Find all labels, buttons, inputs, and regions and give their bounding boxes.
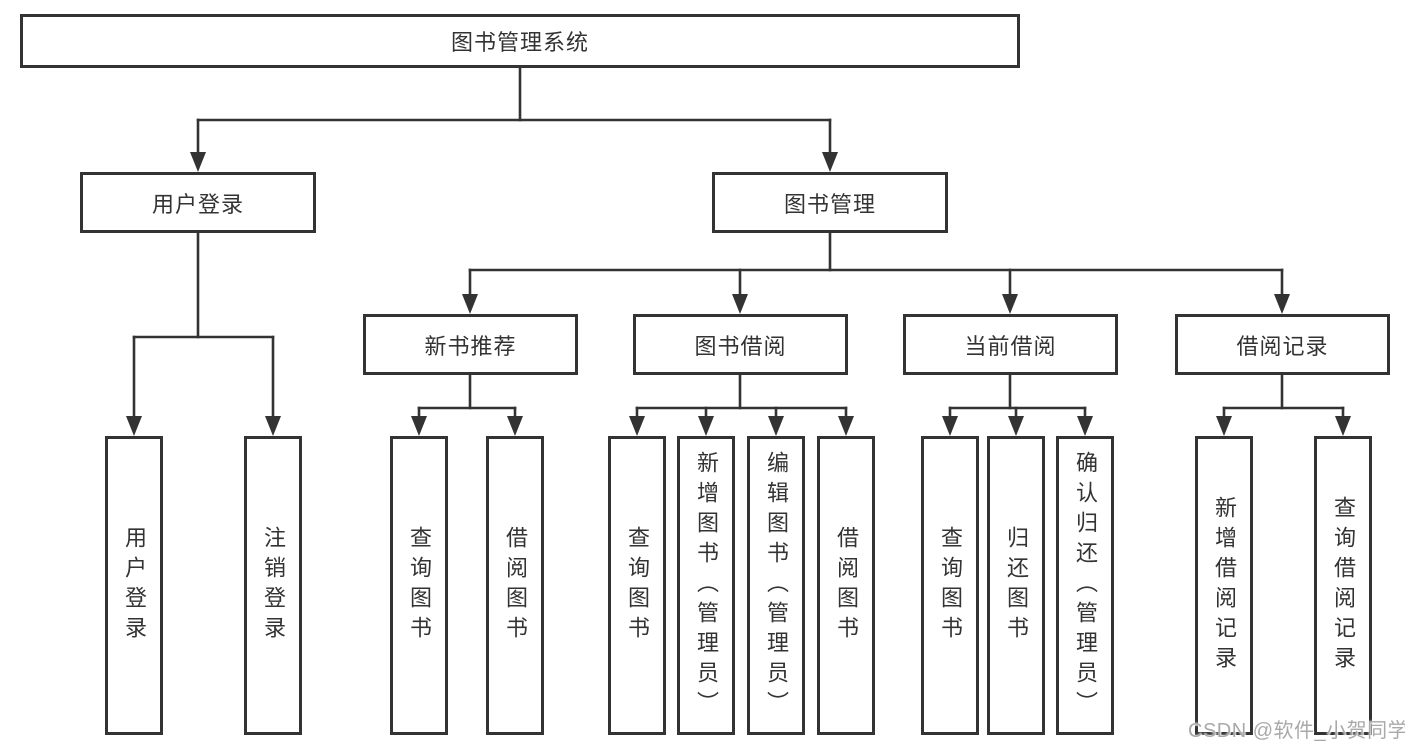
node-leaf-bb-edit-books: 编辑图书（管理员） xyxy=(747,436,805,735)
node-book-borrow: 图书借阅 xyxy=(633,314,848,375)
node-leaf-bb-add-books-label: 新增图书（管理员） xyxy=(694,450,719,721)
node-user-login-label: 用户登录 xyxy=(151,191,244,217)
node-leaf-bb-query-books: 查询图书 xyxy=(608,436,666,735)
node-leaf-rec-query-record-label: 查询借阅记录 xyxy=(1331,495,1356,676)
node-leaf-logout-label: 注销登录 xyxy=(261,525,286,646)
node-book-mgmt: 图书管理 xyxy=(712,172,948,233)
node-root: 图书管理系统 xyxy=(20,14,1020,68)
node-book-borrow-label: 图书借阅 xyxy=(694,333,787,359)
node-new-book-rec: 新书推荐 xyxy=(363,314,578,375)
node-leaf-cb-confirm-return: 确认归还（管理员） xyxy=(1056,436,1114,735)
edge-current-borrow-to-leaves xyxy=(948,373,1087,420)
node-leaf-bb-edit-books-label: 编辑图书（管理员） xyxy=(764,450,789,721)
node-leaf-bb-query-books-label: 查询图书 xyxy=(625,525,650,646)
node-leaf-cb-query-books: 查询图书 xyxy=(921,436,979,735)
node-leaf-bb-borrow-books-label: 借阅图书 xyxy=(834,525,859,646)
node-leaf-bb-borrow-books: 借阅图书 xyxy=(817,436,875,735)
node-root-label: 图书管理系统 xyxy=(450,30,589,55)
node-leaf-user-login: 用户登录 xyxy=(105,436,163,735)
node-borrow-records-label: 借阅记录 xyxy=(1236,333,1329,359)
node-leaf-rec-query-record: 查询借阅记录 xyxy=(1314,436,1372,735)
node-leaf-nbr-borrow-books-label: 借阅图书 xyxy=(503,525,528,646)
node-leaf-cb-query-books-label: 查询图书 xyxy=(938,525,963,646)
node-borrow-records: 借阅记录 xyxy=(1175,314,1390,375)
node-leaf-cb-return-books-label: 归还图书 xyxy=(1004,525,1029,646)
node-leaf-user-login-label: 用户登录 xyxy=(122,525,147,646)
node-leaf-rec-add-record: 新增借阅记录 xyxy=(1195,436,1253,735)
node-new-book-rec-label: 新书推荐 xyxy=(424,333,517,359)
edge-root-to-level2 xyxy=(196,66,832,156)
node-current-borrow-label: 当前借阅 xyxy=(964,333,1057,359)
node-leaf-rec-add-record-label: 新增借阅记录 xyxy=(1212,495,1237,676)
watermark-text: CSDN @软件_小贺同学 xyxy=(1188,720,1405,742)
node-leaf-cb-confirm-return-label: 确认归还（管理员） xyxy=(1073,450,1098,721)
edge-borrow-records-to-leaves xyxy=(1222,373,1345,420)
edge-book-mgmt-to-level3 xyxy=(468,231,1284,298)
node-book-mgmt-label: 图书管理 xyxy=(783,191,876,217)
node-leaf-nbr-borrow-books: 借阅图书 xyxy=(486,436,544,735)
node-leaf-nbr-query-books: 查询图书 xyxy=(390,436,448,735)
node-leaf-logout: 注销登录 xyxy=(244,436,302,735)
node-leaf-bb-add-books: 新增图书（管理员） xyxy=(677,436,735,735)
node-current-borrow: 当前借阅 xyxy=(903,314,1118,375)
edge-user-login-to-leaves xyxy=(132,231,275,420)
node-leaf-cb-return-books: 归还图书 xyxy=(987,436,1045,735)
edge-book-borrow-to-leaves xyxy=(635,373,848,420)
node-user-login: 用户登录 xyxy=(80,172,316,233)
edge-new-book-rec-to-leaves xyxy=(417,373,517,420)
node-leaf-nbr-query-books-label: 查询图书 xyxy=(407,525,432,646)
